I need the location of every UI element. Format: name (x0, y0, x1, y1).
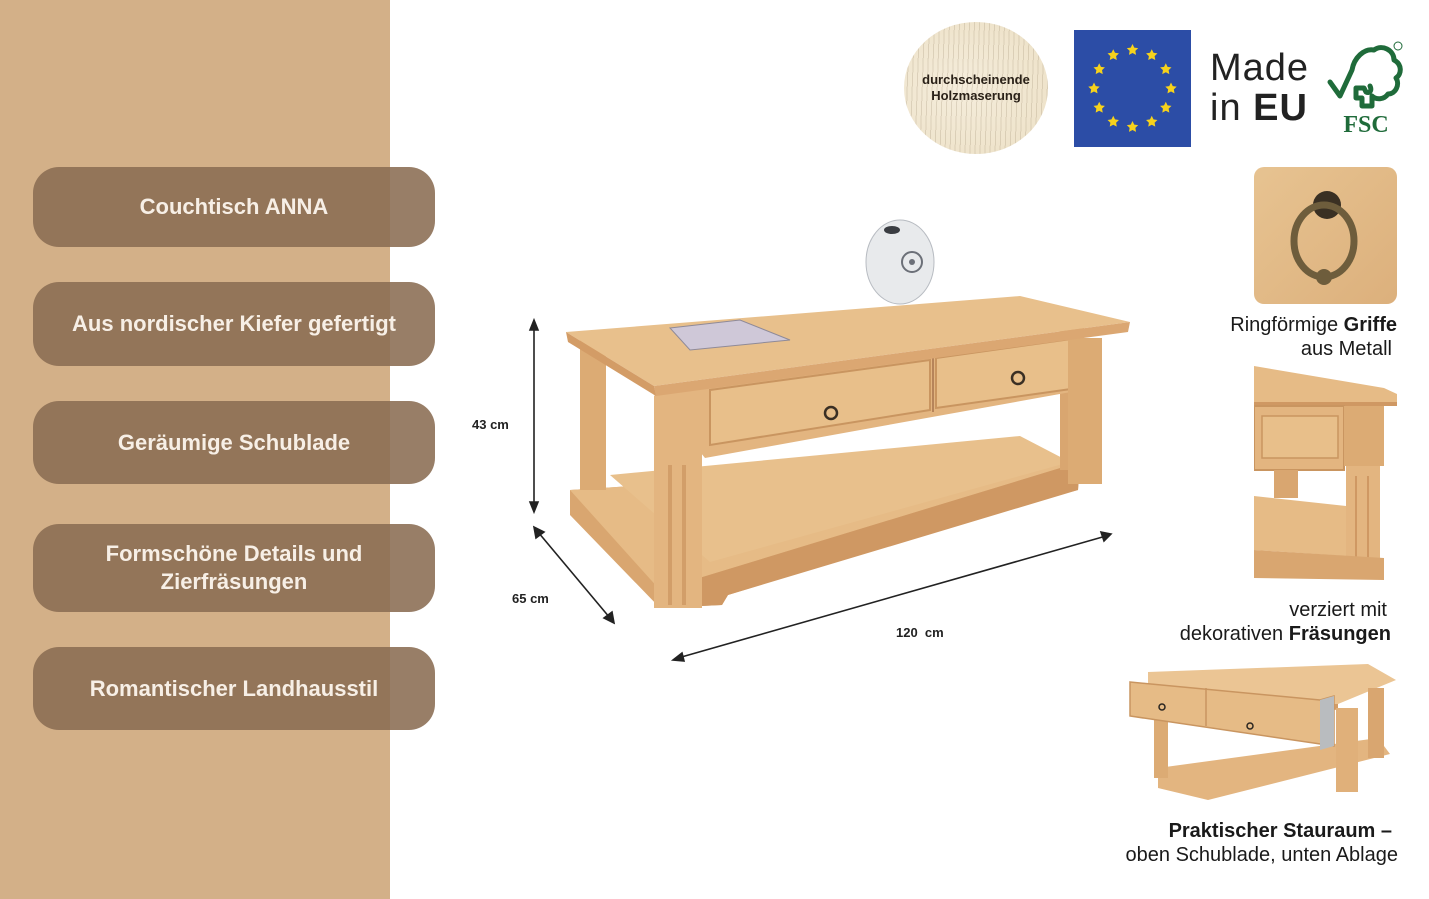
carved-leg-photo (1254, 366, 1397, 588)
storage-caption-line2: oben Schublade, unten Ablage (1125, 844, 1398, 866)
width-dimension-label: 120 cm (896, 625, 944, 640)
ring-handle-photo (1254, 167, 1397, 304)
feature-label: Aus nordischer Kiefer gefertigt (72, 311, 396, 336)
feature-pill-drawer: Geräumige Schublade (33, 401, 435, 484)
ring-handle-icon (1290, 191, 1358, 285)
feature-pill-material: Aus nordischer Kiefer gefertigt (33, 282, 435, 366)
open-drawer-icon (1129, 664, 1396, 800)
made-in-line2: in EU (1210, 87, 1308, 129)
wood-grain-line2: Holzmaserung (931, 88, 1021, 103)
feature-label: Romantischer Landhausstil (89, 675, 379, 701)
handle-caption-line1: Ringförmige Griffe (1230, 314, 1397, 336)
wood-grain-badge: durchscheinende Holzmaserung (904, 22, 1048, 154)
depth-dimension-label: 65 cm (512, 591, 549, 606)
feature-label: Geräumige Schublade (117, 429, 351, 455)
milling-caption: verziert mit dekorativen Fräsungen (1150, 598, 1391, 646)
eu-flag-icon (1074, 30, 1191, 147)
made-in-eu-label: Made in EU (1210, 48, 1309, 128)
storage-caption-line1: Praktischer Stauraum – (1168, 820, 1392, 842)
made-in-line1: Made (1210, 47, 1310, 89)
carved-leg-icon (1254, 366, 1397, 580)
handle-caption: Ringförmige Griffe aus Metall (1150, 313, 1397, 361)
fsc-tree-icon: FSC (1327, 41, 1403, 138)
feature-label: Couchtisch ANNA (139, 194, 329, 219)
handle-caption-line2: aus Metall (1300, 338, 1392, 360)
height-dimension-label: 43 cm (472, 417, 509, 432)
milling-caption-line2: dekorativen Fräsungen (1179, 623, 1391, 645)
coffee-table-image (460, 200, 1150, 680)
fsc-logo: FSC (1326, 40, 1406, 138)
wood-grain-line1: durchscheinende (922, 72, 1030, 87)
svg-text:FSC: FSC (1343, 112, 1388, 138)
feature-pill-style: Romantischer Landhausstil (33, 647, 435, 730)
feature-label: Formschöne Details und Zierfräsungen (105, 541, 363, 594)
storage-caption: Praktischer Stauraum – oben Schublade, u… (1098, 819, 1398, 867)
feature-pill-details: Formschöne Details und Zierfräsungen (33, 524, 435, 612)
feature-pill-title: Couchtisch ANNA (33, 167, 435, 247)
milling-caption-line1: verziert mit (1289, 599, 1387, 621)
open-drawer-photo (1128, 658, 1398, 806)
